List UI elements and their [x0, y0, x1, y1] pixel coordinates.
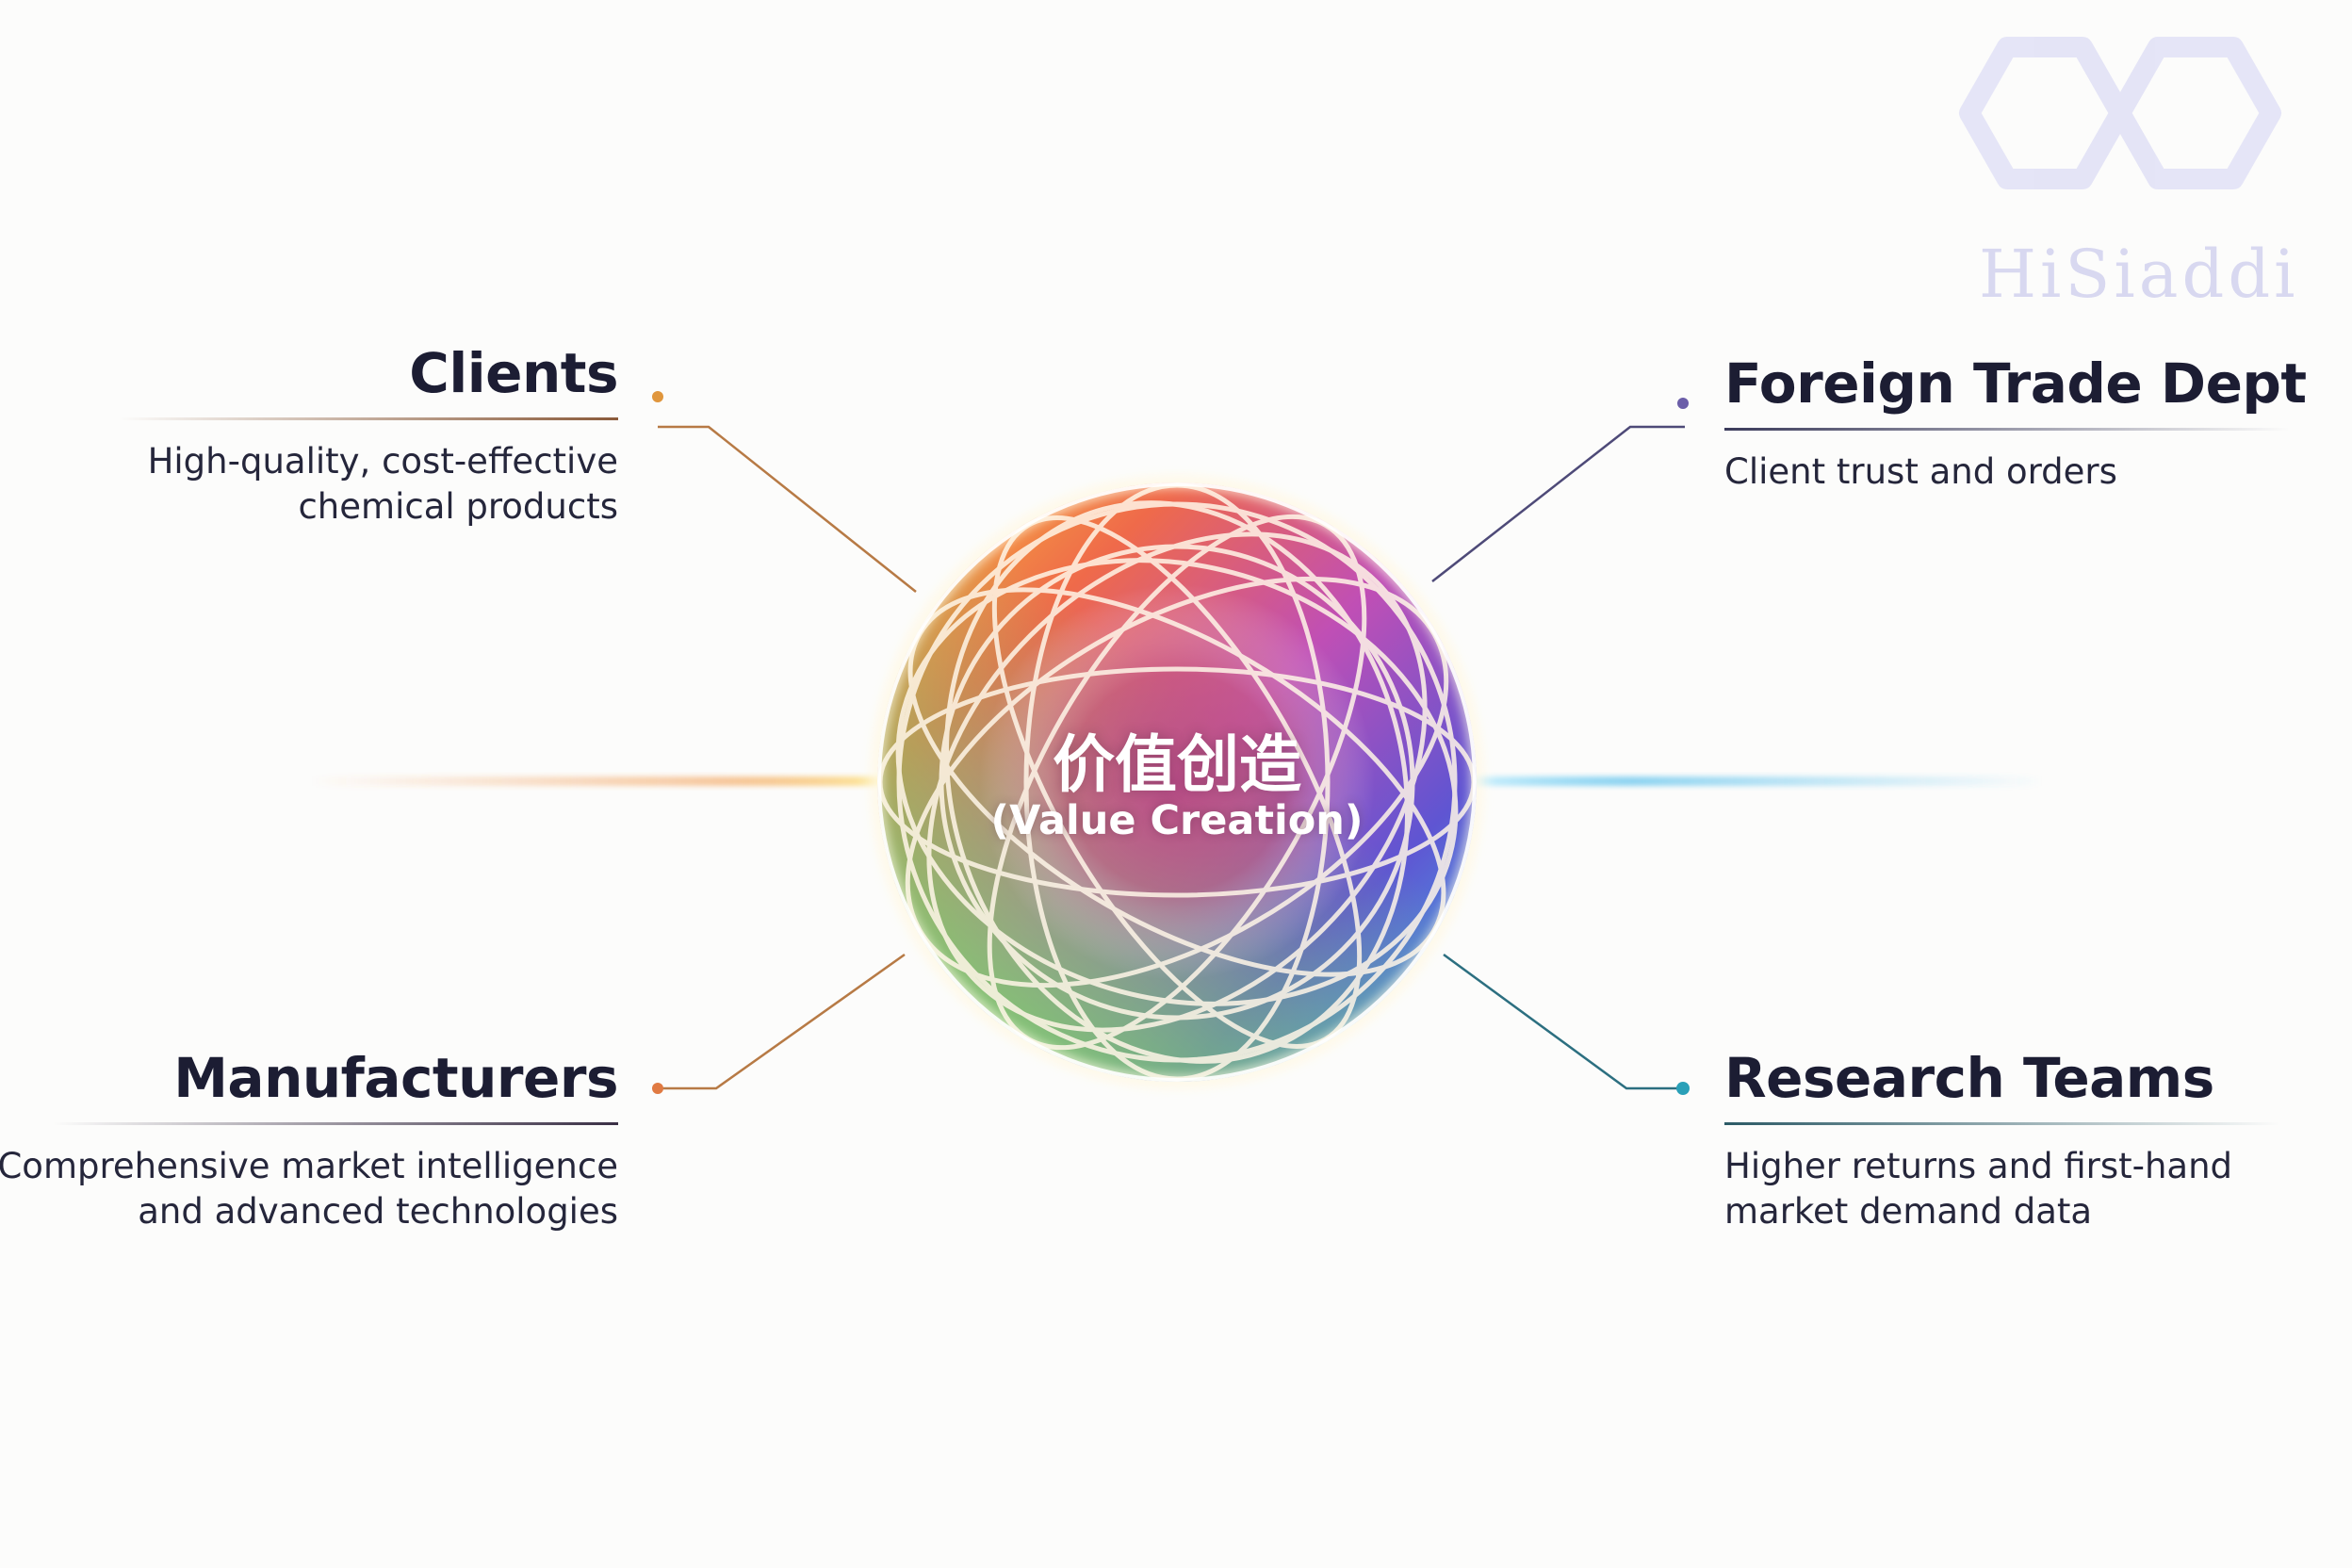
node-underline — [53, 1121, 618, 1125]
node-clients: Clients High-quality, cost-effective che… — [119, 341, 619, 530]
node-underline — [1724, 1121, 2280, 1125]
node-description: High-quality, cost-effective chemical pr… — [147, 440, 618, 527]
clients-connector — [658, 425, 917, 593]
node-underline — [1724, 427, 2290, 431]
manufacturers-dot — [652, 1083, 663, 1094]
watermark-text: HiSiaddi — [1979, 236, 2299, 313]
center-title: 价值创造 — [1053, 728, 1301, 801]
node-title: Clients — [409, 341, 618, 405]
manufacturers-connector — [658, 953, 906, 1090]
node-title: Foreign Trade Dept — [1724, 351, 2307, 416]
research-dot — [1676, 1082, 1690, 1095]
node-description: Higher returns and first-hand market dem… — [1724, 1145, 2233, 1232]
research-connector — [1443, 953, 1683, 1090]
node-title: Research Teams — [1724, 1046, 2214, 1110]
foreign-trade-connector — [1431, 425, 1685, 582]
node-research-teams: Research Teams Higher returns and first-… — [1724, 1046, 2280, 1234]
center-subtitle: (Value Creation) — [990, 797, 1364, 844]
molecule-logo-icon — [1959, 37, 2281, 189]
foreign-trade-dot — [1677, 398, 1689, 409]
node-title: Manufacturers — [173, 1046, 618, 1110]
right-light-beam — [1459, 776, 2043, 786]
left-light-beam — [311, 776, 895, 786]
node-underline — [119, 416, 618, 420]
node-description: Client trust and orders — [1724, 450, 2117, 492]
clients-dot — [652, 391, 663, 402]
value-creation-sphere — [857, 462, 1497, 1102]
node-manufacturers: Manufacturers Comprehensive market intel… — [0, 1046, 618, 1234]
node-description: Comprehensive market intelligence and ad… — [0, 1145, 618, 1232]
node-foreign-trade: Foreign Trade Dept Client trust and orde… — [1724, 351, 2307, 495]
